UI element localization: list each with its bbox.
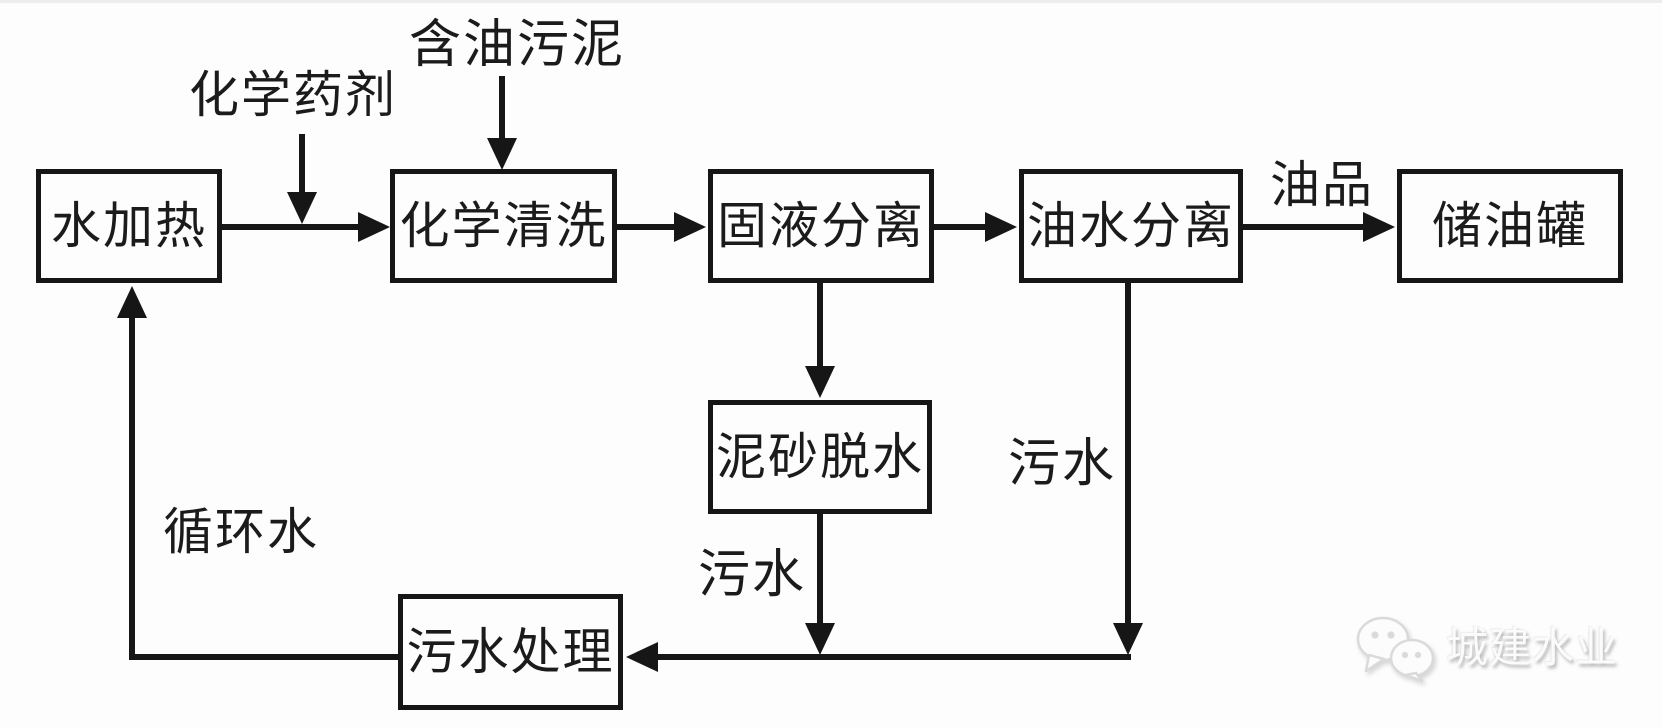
- arrowhead-down: [287, 192, 317, 224]
- wechat-icon: [1356, 616, 1435, 682]
- arrowhead-right: [674, 212, 706, 242]
- label-oil-product: 油品: [1270, 157, 1374, 213]
- label-sewage-from-oil-water: 污水: [1007, 436, 1117, 493]
- node-oil-water-separation: 油水分离: [1019, 169, 1243, 283]
- arrowhead-up: [117, 286, 147, 318]
- label-circulating-water: 循环水: [163, 504, 319, 560]
- watermark: 城建水业: [1356, 616, 1618, 682]
- arrowhead-down: [1113, 623, 1143, 655]
- line-circulating-water-loop: [129, 318, 398, 660]
- label-oily-sludge: 含油污泥: [408, 17, 626, 74]
- arrowhead-down: [487, 138, 517, 170]
- arrowhead-left: [626, 642, 658, 672]
- node-water-heating: 水加热: [36, 169, 222, 283]
- node-solid-liquid-separation: 固液分离: [708, 169, 934, 283]
- node-sand-dewatering: 泥砂脱水: [708, 400, 932, 514]
- arrowhead-down: [805, 623, 835, 655]
- node-chemical-cleaning: 化学清洗: [390, 169, 617, 283]
- arrowhead-right: [358, 212, 390, 242]
- node-oil-storage-tank: 储油罐: [1397, 169, 1623, 283]
- arrowhead-down: [805, 366, 835, 398]
- node-sewage-treatment: 污水处理: [398, 594, 623, 710]
- label-chemical-agent: 化学药剂: [189, 67, 397, 123]
- label-sewage-from-sand-dewatering: 污水: [697, 547, 807, 604]
- arrowhead-right: [985, 212, 1017, 242]
- arrowhead-right: [1363, 212, 1395, 242]
- watermark-text: 城建水业: [1446, 626, 1619, 672]
